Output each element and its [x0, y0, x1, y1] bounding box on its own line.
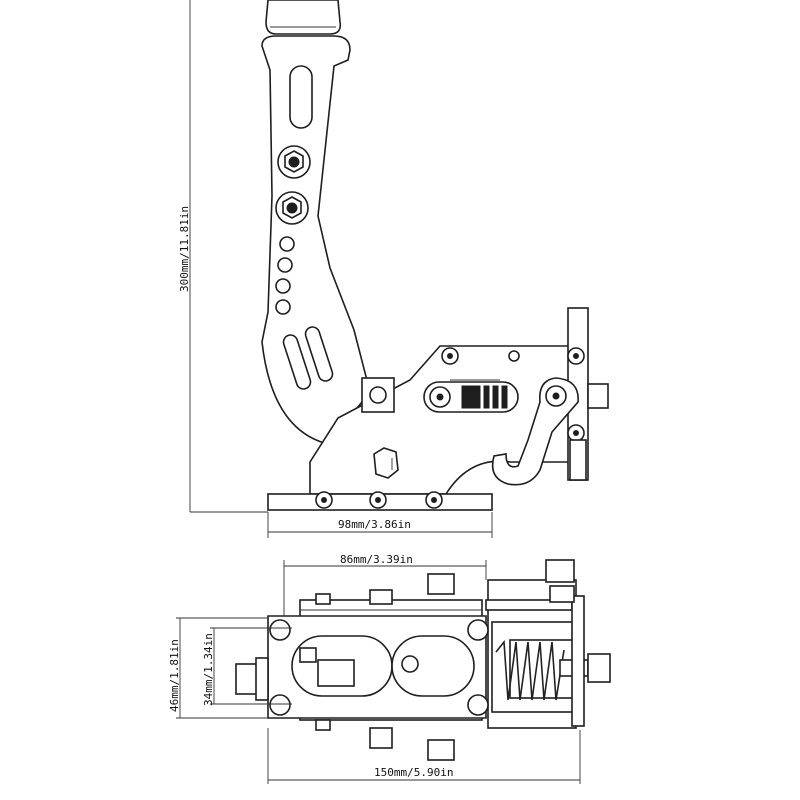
arm-slot-lower-1 — [282, 334, 312, 390]
side-view — [261, 0, 609, 511]
side-width-dimension: 98mm/3.86in — [267, 512, 493, 538]
top-right-plate — [571, 595, 585, 727]
arm-slot-top — [289, 65, 313, 129]
top-outer-height-dimension: 46mm/1.81in — [168, 617, 268, 719]
body-width-label: 86mm/3.39in — [340, 553, 413, 566]
side-height-dimension: 300mm/11.81in — [178, 0, 268, 513]
base-width-label: 98mm/3.86in — [338, 518, 411, 531]
height-total-label: 300mm/11.81in — [178, 206, 191, 292]
arm-bolt-1 — [277, 145, 311, 179]
top-corner-bolts — [269, 619, 489, 716]
mount-tab — [587, 383, 609, 409]
slide-spring — [461, 385, 508, 409]
arm-adjust-holes — [275, 236, 295, 315]
arm-bolt-2 — [275, 191, 309, 225]
inner-height-label: 34mm/1.34in — [202, 633, 215, 706]
lever-arm — [261, 35, 371, 445]
top-slot-right — [391, 635, 475, 697]
top-cap-block — [545, 559, 575, 583]
arm-slot-lower-2 — [304, 326, 334, 382]
top-bolt-heads — [315, 573, 575, 761]
hex-fitting — [373, 447, 399, 479]
body-bolts — [441, 347, 585, 442]
base-bolts — [315, 491, 443, 509]
top-rod-end — [587, 653, 611, 683]
length-label: 150mm/5.90in — [374, 766, 453, 779]
top-inner-height-dimension: 34mm/1.34in — [202, 627, 292, 706]
handle-grip — [265, 0, 342, 35]
outer-height-label: 46mm/1.81in — [168, 639, 181, 712]
top-body-width-dimension: 86mm/3.39in — [283, 553, 487, 616]
top-view — [235, 559, 611, 761]
top-length-dimension: 150mm/5.90in — [267, 728, 581, 784]
